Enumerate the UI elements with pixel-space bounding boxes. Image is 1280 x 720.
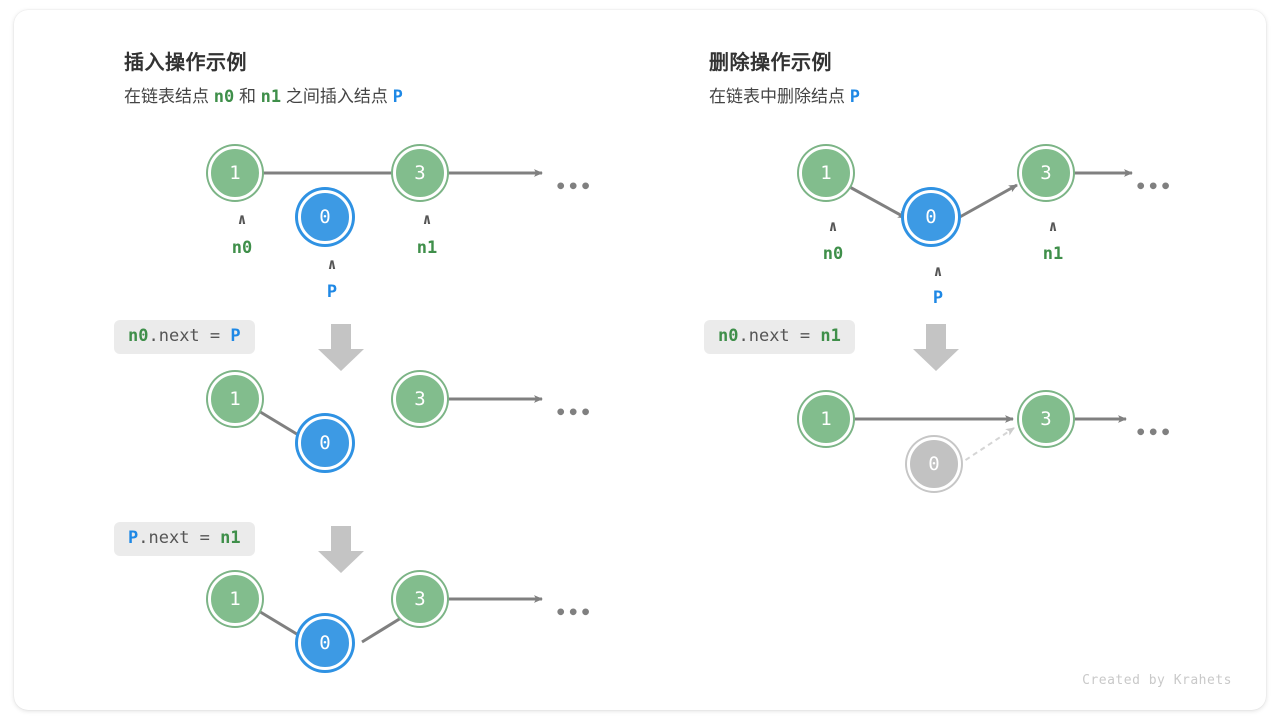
- subtitle-token-n1: n1: [260, 87, 282, 107]
- subtitle-text-3: 之间插入结点: [281, 87, 393, 106]
- code-token-p2: P: [128, 528, 139, 548]
- label-n0-del-row1: n0: [822, 244, 844, 264]
- insert-panel-title: 插入操作示例: [124, 52, 247, 74]
- delete-subtitle-token-p: P: [849, 87, 860, 107]
- node-0-row1: 0: [298, 190, 352, 244]
- panel-insert: 插入操作示例 在链表结点 n0 和 n1 之间插入结点 P 1 ∧ n0 0 ∧…: [14, 10, 634, 710]
- node-3-row1: 3: [393, 146, 447, 200]
- code-token-del-n0: n0: [718, 326, 739, 346]
- node-1-del-row1: 1: [799, 146, 853, 200]
- figure-card: 插入操作示例 在链表结点 n0 和 n1 之间插入结点 P 1 ∧ n0 0 ∧…: [14, 10, 1266, 710]
- subtitle-text-2: 和: [234, 87, 261, 106]
- caret-n0-row1: ∧: [237, 210, 247, 228]
- down-arrow-icon-delete-step1: [913, 324, 959, 371]
- code-token-n0: n0: [128, 326, 149, 346]
- node-3-del-row1: 3: [1019, 146, 1073, 200]
- ellipsis-row2: •••: [555, 402, 593, 424]
- subtitle-token-n0: n0: [213, 87, 235, 107]
- label-n1-row1: n1: [416, 238, 438, 258]
- label-p-del-row1: P: [932, 288, 944, 308]
- label-p-row1: P: [326, 282, 338, 302]
- node-3-del-row2: 3: [1019, 392, 1073, 446]
- caret-n0-del-row1: ∧: [828, 217, 838, 235]
- code-text-next-eq2: .next =: [138, 528, 221, 548]
- caret-p-row1: ∧: [327, 255, 337, 273]
- ellipsis-row3: •••: [555, 602, 593, 624]
- delete-subtitle-text: 在链表中删除结点: [709, 87, 850, 106]
- delete-panel-title: 删除操作示例: [709, 52, 832, 74]
- caret-n1-row1: ∧: [422, 210, 432, 228]
- ellipsis-del-row2: •••: [1135, 422, 1173, 444]
- subtitle-token-p: P: [392, 87, 403, 107]
- credit-text: Created by Krahets: [1082, 673, 1232, 688]
- down-arrow-icon-insert-step1: [318, 324, 364, 371]
- node-0-row3: 0: [298, 616, 352, 670]
- node-3-row2: 3: [393, 372, 447, 426]
- code-text-del-next-eq: .next =: [738, 326, 821, 346]
- code-token-del-n1: n1: [820, 326, 841, 346]
- node-1-del-row2: 1: [799, 392, 853, 446]
- code-token-p: P: [230, 326, 241, 346]
- node-1-row3: 1: [208, 572, 262, 626]
- caret-n1-del-row1: ∧: [1048, 217, 1058, 235]
- label-n0-row1: n0: [231, 238, 253, 258]
- panel-delete: 删除操作示例 在链表中删除结点 P 1 ∧ n0 0 ∧ P 3 ∧ n1 ••…: [604, 10, 1264, 710]
- code-chip-insert-step1: n0.next = P: [114, 320, 255, 354]
- delete-panel-subtitle: 在链表中删除结点 P: [709, 82, 860, 107]
- ellipsis-row1: •••: [555, 176, 593, 198]
- code-text-next-eq: .next =: [148, 326, 231, 346]
- node-3-row3: 3: [393, 572, 447, 626]
- node-1-row2: 1: [208, 372, 262, 426]
- down-arrow-icon-insert-step2: [318, 526, 364, 573]
- subtitle-text-1: 在链表结点: [124, 87, 214, 106]
- node-0-del-row1: 0: [904, 190, 958, 244]
- node-0-row2: 0: [298, 416, 352, 470]
- label-n1-del-row1: n1: [1042, 244, 1064, 264]
- node-1-row1: 1: [208, 146, 262, 200]
- insert-panel-subtitle: 在链表结点 n0 和 n1 之间插入结点 P: [124, 82, 403, 107]
- node-0-del-row2-removed: 0: [907, 437, 961, 491]
- ellipsis-del-row1: •••: [1135, 176, 1173, 198]
- code-chip-insert-step2: P.next = n1: [114, 522, 255, 556]
- code-chip-delete-step1: n0.next = n1: [704, 320, 855, 354]
- code-token-n1: n1: [220, 528, 241, 548]
- caret-p-del-row1: ∧: [933, 262, 943, 280]
